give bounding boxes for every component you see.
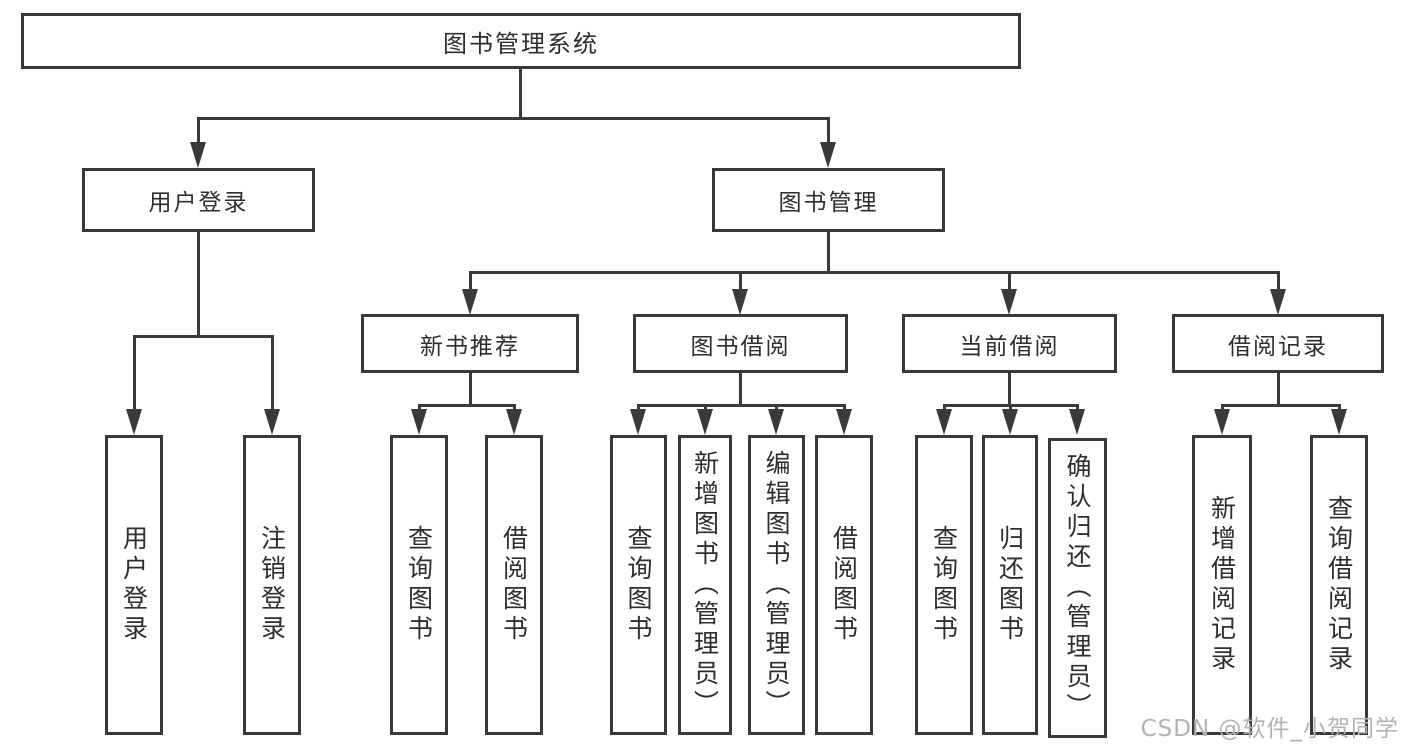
leaf-label: 查询图书: [624, 525, 653, 645]
leaf-return-book: 归还图书: [982, 435, 1038, 735]
leaf-edit-book-admin: 编辑图书（管理员）: [748, 435, 805, 735]
connector-line: [1220, 403, 1341, 407]
down-arrowhead-icon: [936, 409, 952, 435]
connector-line: [1337, 405, 1341, 412]
down-arrowhead-icon: [697, 409, 713, 435]
leaf-query-books-current: 查询图书: [915, 435, 973, 735]
node-label: 新书推荐: [420, 333, 520, 360]
leaf-add-book-admin: 新增图书（管理员）: [678, 435, 732, 735]
connector-line: [132, 334, 274, 338]
connector-line: [417, 403, 516, 407]
down-arrowhead-icon: [462, 289, 478, 315]
connector-line: [636, 403, 846, 407]
down-arrowhead-icon: [1002, 409, 1018, 435]
node-current-borrowing: 当前借阅: [902, 314, 1117, 373]
connector-line: [738, 373, 742, 407]
connector-line: [270, 336, 274, 412]
node-label: 图书借阅: [690, 333, 791, 360]
node-library-management-system: 图书管理系统: [21, 13, 1021, 69]
down-arrowhead-icon: [768, 409, 784, 435]
node-label: 图书管理系统: [443, 29, 599, 58]
connector-line: [1075, 405, 1079, 412]
connector-line: [826, 232, 830, 274]
down-arrowhead-icon: [506, 409, 522, 435]
connector-line: [738, 272, 742, 292]
leaf-label: 查询借阅记录: [1324, 495, 1354, 675]
connector-line: [636, 405, 640, 412]
down-arrowhead-icon: [836, 409, 852, 435]
leaf-query-books-recommend: 查询图书: [390, 435, 448, 735]
connector-line: [703, 405, 707, 412]
leaf-label: 注销登录: [257, 525, 287, 645]
down-arrowhead-icon: [1214, 409, 1230, 435]
connector-line: [196, 118, 200, 146]
connector-line: [1008, 405, 1012, 412]
connector-line: [468, 373, 472, 407]
leaf-user-login: 用户登录: [105, 435, 163, 735]
leaf-label: 编辑图书（管理员）: [762, 450, 791, 720]
leaf-add-borrow-record: 新增借阅记录: [1192, 435, 1252, 735]
down-arrowhead-icon: [411, 409, 427, 435]
node-label: 用户登录: [148, 190, 249, 216]
node-new-book-recommendation: 新书推荐: [361, 314, 579, 373]
leaf-query-borrow-record: 查询借阅记录: [1310, 435, 1368, 735]
connector-line: [1007, 272, 1011, 292]
down-arrowhead-icon: [630, 409, 646, 435]
leaf-label: 查询图书: [404, 525, 434, 645]
down-arrowhead-icon: [820, 142, 836, 168]
leaf-query-books-borrow: 查询图书: [610, 435, 667, 735]
down-arrowhead-icon: [1001, 289, 1017, 315]
leaf-borrow-books-borrow: 借阅图书: [815, 435, 873, 735]
leaf-label: 新增图书（管理员）: [690, 450, 720, 720]
down-arrowhead-icon: [190, 142, 206, 168]
connector-line: [1276, 272, 1280, 292]
node-book-management: 图书管理: [712, 168, 945, 232]
down-arrowhead-icon: [732, 289, 748, 315]
node-label: 当前借阅: [959, 333, 1060, 360]
connector-line: [1220, 405, 1224, 412]
connector-line: [518, 68, 522, 118]
connector-line: [417, 405, 421, 412]
connector-line: [196, 232, 200, 338]
connector-line: [1007, 373, 1011, 407]
down-arrowhead-icon: [264, 409, 280, 435]
connector-line: [942, 405, 946, 412]
connector-line: [512, 405, 516, 412]
connector-line: [942, 403, 1079, 407]
down-arrowhead-icon: [1331, 409, 1347, 435]
down-arrowhead-icon: [1270, 289, 1286, 315]
connector-line: [132, 336, 136, 412]
leaf-label: 确认归还（管理员）: [1063, 453, 1092, 723]
leaf-label: 用户登录: [119, 525, 149, 645]
connector-line: [826, 118, 830, 146]
down-arrowhead-icon: [126, 409, 142, 435]
connector-line: [196, 116, 830, 120]
connector-line: [774, 405, 778, 412]
csdn-watermark: CSDN @软件_小贺同学: [1140, 716, 1399, 742]
node-label: 借阅记录: [1228, 333, 1328, 360]
leaf-label: 借阅图书: [829, 525, 859, 645]
down-arrowhead-icon: [1069, 409, 1085, 435]
node-label: 图书管理: [778, 190, 879, 216]
leaf-label: 借阅图书: [499, 525, 529, 645]
leaf-label: 新增借阅记录: [1207, 495, 1237, 675]
leaf-borrow-books-recommend: 借阅图书: [485, 435, 543, 735]
connector-line: [842, 405, 846, 412]
connector-line: [468, 270, 1280, 274]
leaf-label: 归还图书: [995, 525, 1025, 645]
node-user-login: 用户登录: [82, 168, 315, 232]
node-borrowing-records: 借阅记录: [1172, 314, 1384, 373]
leaf-logout: 注销登录: [243, 435, 301, 735]
leaf-confirm-return-admin: 确认归还（管理员）: [1048, 438, 1107, 738]
leaf-label: 查询图书: [929, 525, 959, 645]
connector-line: [468, 272, 472, 292]
node-book-borrowing: 图书借阅: [633, 314, 848, 373]
connector-line: [1276, 373, 1280, 407]
